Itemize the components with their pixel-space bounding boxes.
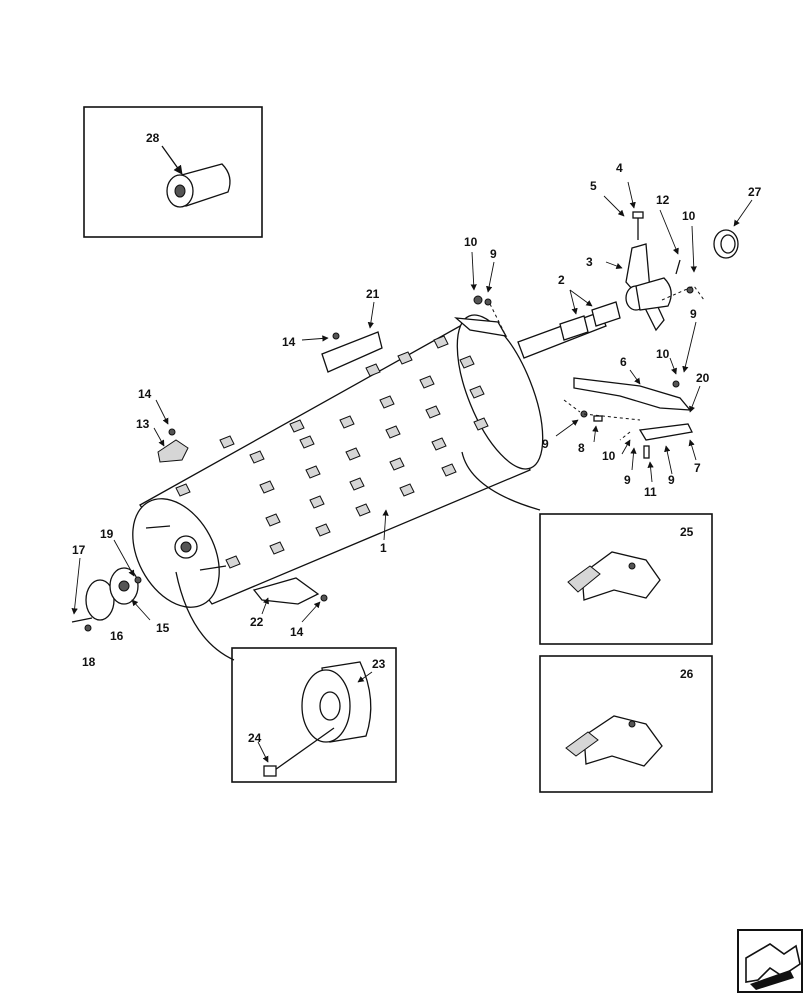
callout-9-b: 9 [690, 307, 697, 321]
callout-10-a: 10 [464, 235, 478, 249]
rotor-drum [132, 311, 607, 608]
callout-17: 17 [72, 543, 86, 557]
callout-22: 22 [250, 615, 264, 629]
callout-1: 1 [380, 541, 387, 555]
callout-23: 23 [372, 657, 386, 671]
callout-25: 25 [680, 525, 694, 539]
callout-19: 19 [100, 527, 114, 541]
callout-labels: 1 2 3 4 5 6 7 8 9 9 9 9 9 10 10 10 10 11… [72, 131, 762, 745]
callout-24: 24 [248, 731, 262, 745]
inset-bushing [83, 106, 263, 238]
callout-5: 5 [590, 179, 597, 193]
callout-28: 28 [146, 131, 160, 145]
callout-14-c: 14 [290, 625, 304, 639]
callout-10-b: 10 [682, 209, 696, 223]
callout-27: 27 [748, 185, 762, 199]
callout-9-c: 9 [542, 437, 549, 451]
leader-lines [71, 181, 753, 763]
inset-pulley [175, 571, 397, 783]
callout-18: 18 [82, 655, 96, 669]
callout-4: 4 [616, 161, 623, 175]
callout-20: 20 [696, 371, 710, 385]
callout-15: 15 [156, 621, 170, 635]
callout-26: 26 [680, 667, 694, 681]
left-hardware [71, 331, 383, 632]
callout-13: 13 [136, 417, 150, 431]
callout-16: 16 [110, 629, 124, 643]
seal-27 [713, 229, 739, 259]
callout-10-c: 10 [656, 347, 670, 361]
inset-tooth-25 [461, 451, 713, 645]
inset-tooth-26 [539, 655, 713, 793]
callout-2: 2 [558, 273, 565, 287]
callout-7: 7 [694, 461, 701, 475]
callout-9-a: 9 [490, 247, 497, 261]
callout-14-a: 14 [138, 387, 152, 401]
callout-9-e: 9 [668, 473, 675, 487]
callout-8: 8 [578, 441, 585, 455]
callout-3: 3 [586, 255, 593, 269]
callout-12: 12 [656, 193, 670, 207]
callout-14-b: 14 [282, 335, 296, 349]
rotor-teeth [175, 335, 489, 569]
callout-21: 21 [366, 287, 380, 301]
callout-11: 11 [644, 485, 657, 499]
next-page-arrow-icon[interactable] [737, 929, 803, 993]
callout-6: 6 [620, 355, 627, 369]
drive-end-hardware [473, 211, 705, 459]
callout-10-d: 10 [602, 449, 616, 463]
callout-9-d: 9 [624, 473, 631, 487]
